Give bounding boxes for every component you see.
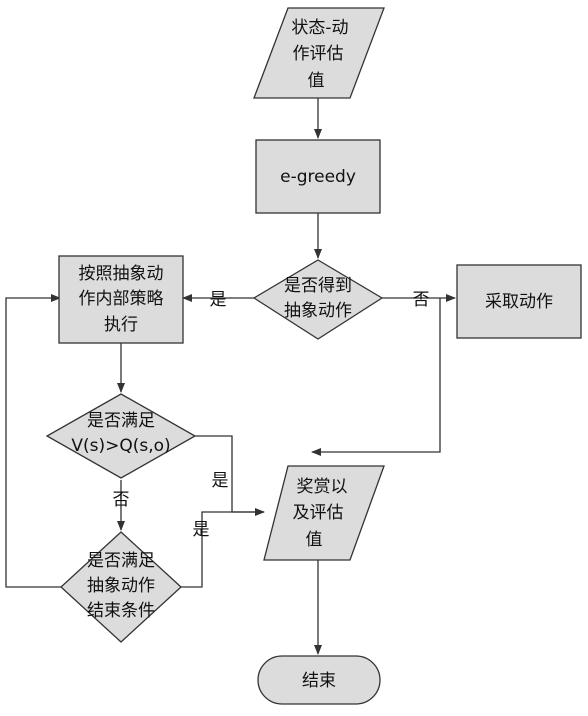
node-got-abstract-action: 是否得到 抽象动作 xyxy=(252,259,384,340)
label-got-no: 否 xyxy=(413,290,430,310)
node-e-greedy-label: e-greedy xyxy=(280,167,356,187)
node-end-condition-line3: 结束条件 xyxy=(87,601,155,621)
node-take-action: 采取动作 xyxy=(456,264,582,339)
node-end-condition-line2: 抽象动作 xyxy=(87,576,155,596)
node-reward-eval-line1: 奖赏以 xyxy=(297,477,348,497)
label-vq-yes: 是 xyxy=(212,471,229,491)
edge-endcond-yes-to-reward xyxy=(181,511,264,588)
node-execute-policy-line3: 执行 xyxy=(104,315,138,335)
label-vq-no: 否 xyxy=(113,490,130,510)
label-endcond-yes: 是 xyxy=(193,520,210,540)
node-e-greedy: e-greedy xyxy=(255,139,381,214)
node-state-action-eval-line3: 值 xyxy=(308,71,325,91)
node-take-action-label: 采取动作 xyxy=(485,292,553,312)
node-reward-eval-line3: 值 xyxy=(306,530,323,550)
node-execute-policy: 按照抽象动 作内部策略 执行 xyxy=(58,255,184,344)
node-got-abstract-line2: 抽象动作 xyxy=(284,301,352,321)
edge-take-join-to-reward xyxy=(311,298,441,456)
node-state-action-eval-line2: 作评估 xyxy=(293,44,344,64)
node-satisfy-vq: 是否满足 V(s)>Q(s,o) xyxy=(45,393,197,479)
node-state-action-eval-line1: 状态-动 xyxy=(291,18,348,38)
node-end-condition-line1: 是否满足 xyxy=(87,551,155,571)
node-end-label: 结束 xyxy=(302,671,336,691)
node-reward-eval-line2: 及评估 xyxy=(293,503,344,523)
node-satisfy-vq-line2: V(s)>Q(s,o) xyxy=(71,436,170,456)
node-end: 结束 xyxy=(257,655,381,705)
node-execute-policy-line1: 按照抽象动 xyxy=(79,264,164,284)
node-execute-policy-line2: 作内部策略 xyxy=(79,289,164,309)
node-reward-eval: 奖赏以 及评估 值 xyxy=(263,465,385,561)
edge-vq-yes-to-reward xyxy=(195,435,265,516)
edge-endcond-loop-back xyxy=(5,294,61,588)
node-got-abstract-line1: 是否得到 xyxy=(284,276,352,296)
node-end-condition: 是否满足 抽象动作 结束条件 xyxy=(60,531,182,643)
label-got-yes: 是 xyxy=(210,290,227,310)
node-satisfy-vq-line1: 是否满足 xyxy=(87,411,155,431)
node-state-action-eval: 状态-动 作评估 值 xyxy=(253,7,385,99)
